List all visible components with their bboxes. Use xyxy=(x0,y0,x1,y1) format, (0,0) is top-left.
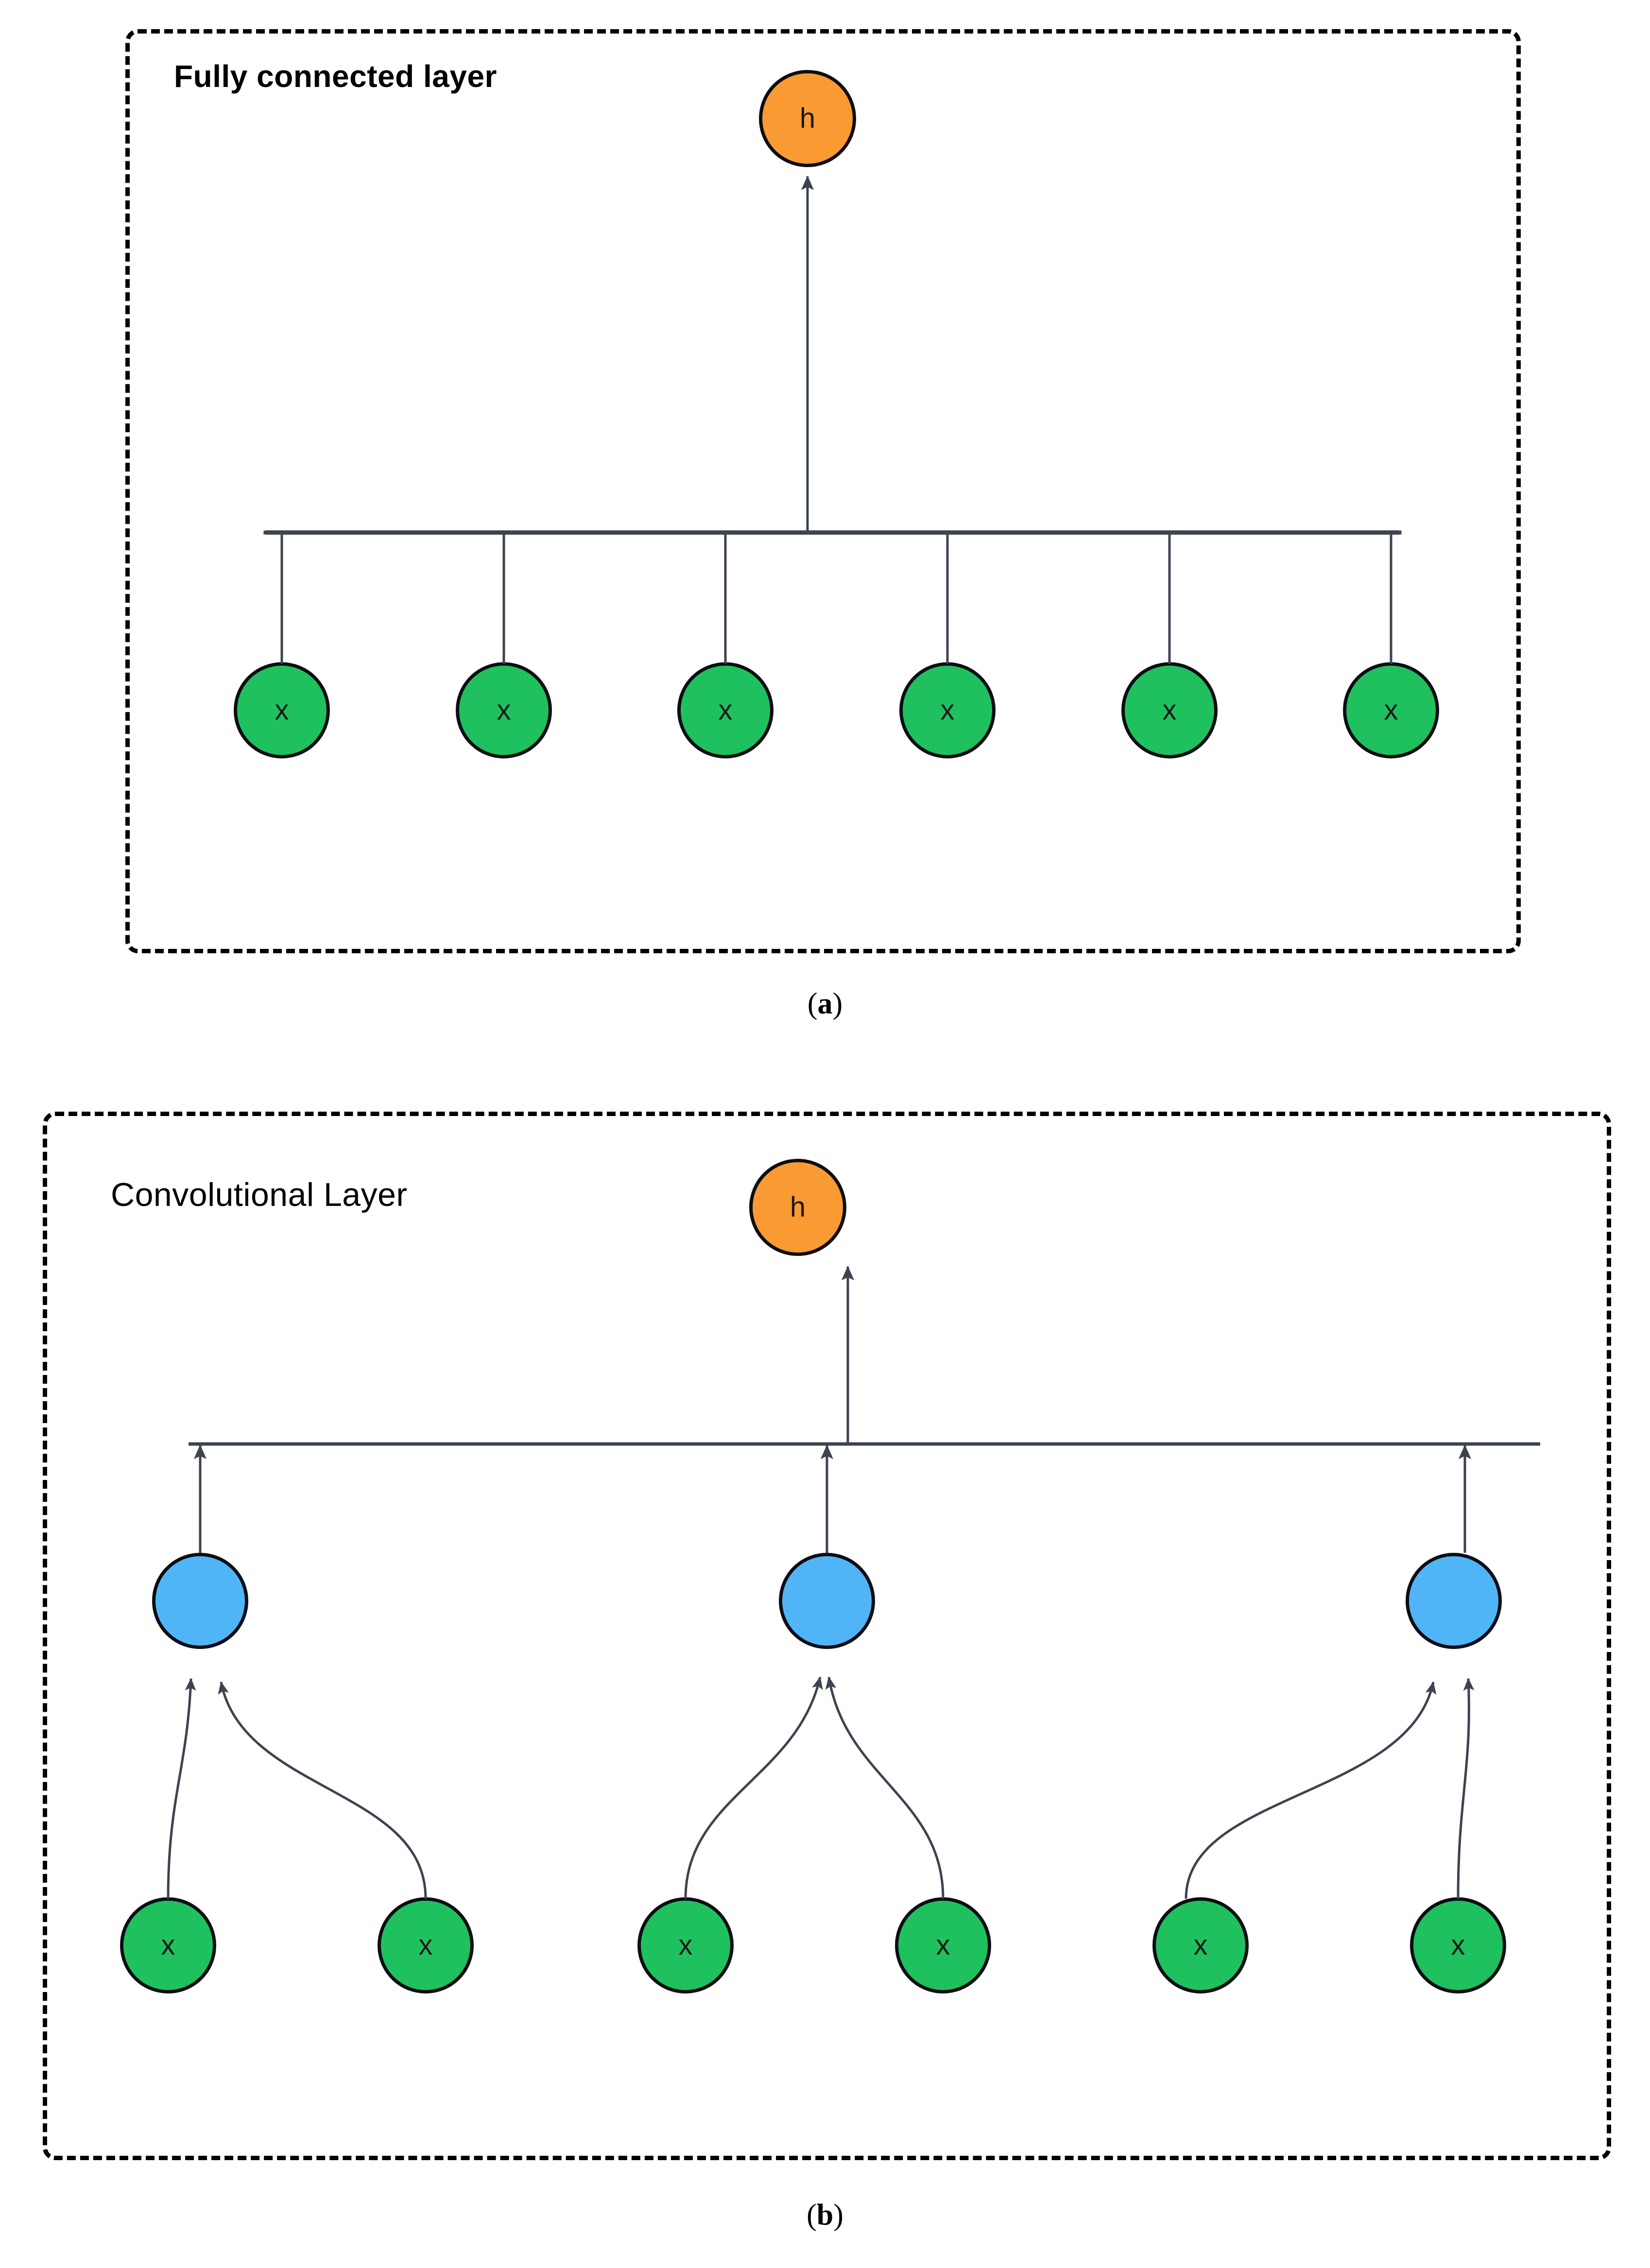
input-node-x-b-3-label: x xyxy=(678,1929,693,1961)
input-node-x-b-2-label: x xyxy=(418,1929,433,1961)
panel-a-title: Fully connected layer xyxy=(174,59,497,94)
hidden-node-b-1[interactable] xyxy=(152,1553,248,1649)
output-node-h-panel-b[interactable]: h xyxy=(749,1159,846,1256)
caption-a-suffix: ) xyxy=(832,987,843,1020)
hidden-node-b-3[interactable] xyxy=(1406,1553,1502,1649)
caption-b: (b) xyxy=(0,2200,1650,2230)
caption-a-letter: a xyxy=(817,987,833,1020)
caption-a-prefix: ( xyxy=(807,987,818,1020)
output-node-h-label-a: h xyxy=(799,103,816,134)
output-node-h-label-b: h xyxy=(790,1191,806,1223)
input-node-x-a-4-label: x xyxy=(940,694,955,726)
caption-b-letter: b xyxy=(816,2199,834,2232)
input-node-x-a-1-label: x xyxy=(275,694,289,726)
input-node-x-b-5[interactable]: x xyxy=(1152,1897,1249,1993)
input-node-x-b-4[interactable]: x xyxy=(895,1897,991,1993)
input-node-x-b-5-label: x xyxy=(1193,1929,1208,1961)
input-node-x-a-5[interactable]: x xyxy=(1121,662,1218,758)
input-node-x-a-5-label: x xyxy=(1162,694,1177,726)
caption-b-prefix: ( xyxy=(807,2199,817,2232)
input-node-x-b-6-label: x xyxy=(1451,1929,1465,1961)
caption-a: (a) xyxy=(0,989,1650,1019)
hidden-node-b-2[interactable] xyxy=(779,1553,875,1649)
input-node-x-b-6[interactable]: x xyxy=(1410,1897,1506,1993)
input-node-x-a-3[interactable]: x xyxy=(677,662,773,758)
panel-fully-connected-layer xyxy=(125,29,1521,953)
input-node-x-a-4[interactable]: x xyxy=(899,662,996,758)
input-node-x-a-1[interactable]: x xyxy=(234,662,330,758)
input-node-x-a-6[interactable]: x xyxy=(1343,662,1439,758)
input-node-x-b-4-label: x xyxy=(936,1929,950,1961)
output-node-h-panel-a[interactable]: h xyxy=(759,70,856,167)
input-node-x-b-1-label: x xyxy=(161,1929,175,1961)
panel-b-title: Convolutional Layer xyxy=(111,1176,408,1213)
input-node-x-b-3[interactable]: x xyxy=(637,1897,734,1993)
input-node-x-a-2-label: x xyxy=(497,694,511,726)
input-node-x-a-6-label: x xyxy=(1384,694,1398,726)
input-node-x-b-1[interactable]: x xyxy=(120,1897,216,1993)
input-node-x-b-2[interactable]: x xyxy=(378,1897,474,1993)
caption-b-suffix: ) xyxy=(833,2199,843,2232)
input-node-x-a-2[interactable]: x xyxy=(456,662,552,758)
input-node-x-a-3-label: x xyxy=(718,694,733,726)
